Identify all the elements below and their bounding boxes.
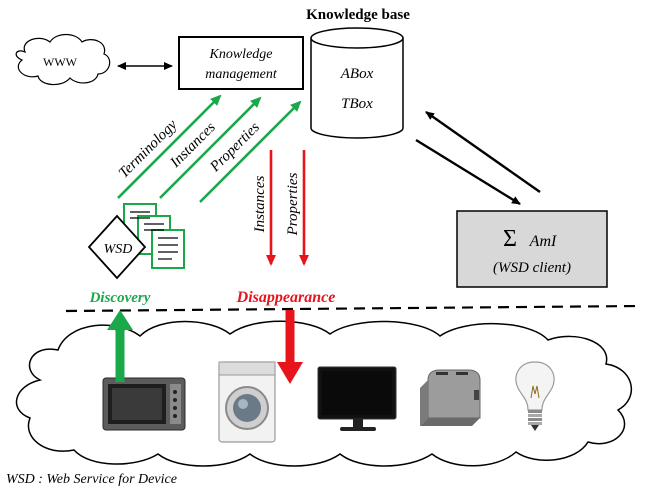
instances-down-label: Instances (252, 176, 268, 234)
light-bulb-icon (515, 361, 555, 431)
tbox-label: TBox (341, 96, 373, 112)
www-cloud: WWW (15, 33, 111, 86)
properties-up-arrow (199, 100, 302, 203)
kb-to-client-arrow (415, 138, 521, 206)
microwave-icon (102, 377, 186, 431)
discovery-arrow-head (107, 310, 133, 330)
ami-label: AmI (529, 233, 557, 250)
washing-machine-icon (218, 361, 276, 443)
sigma-symbol: Σ (503, 226, 517, 252)
ami-client-box: Σ AmI (WSD client) (456, 210, 608, 288)
km-label-line1: Knowledge (209, 47, 273, 62)
network-boundary-line (65, 304, 641, 313)
properties-down-label: Properties (285, 172, 301, 236)
terminology-arrow (117, 94, 222, 199)
wsd-diamond: WSD (87, 214, 147, 280)
instances-up-arrow (159, 96, 262, 199)
discovery-label: Discovery (89, 290, 151, 306)
disappearance-label: Disappearance (236, 289, 336, 306)
wsd-client-label: (WSD client) (493, 260, 571, 276)
km-label-line2: management (205, 67, 278, 82)
wsd-documents-icon (123, 203, 185, 269)
toaster-icon (420, 369, 481, 426)
knowledge-management-box: Knowledge management (178, 36, 304, 90)
abox-label: ABox (340, 66, 374, 82)
disappearance-arrow-head (277, 362, 303, 384)
knowledge-base-cylinder: ABox TBox (310, 27, 404, 139)
monitor-icon (317, 366, 397, 431)
knowledge-base-title: Knowledge base (306, 7, 410, 23)
client-to-kb-arrow (425, 111, 541, 193)
wsd-label: WSD (104, 242, 133, 257)
www-label: WWW (43, 55, 78, 69)
footnote: WSD : Web Service for Device (6, 472, 177, 487)
terminology-label: Terminology (116, 117, 181, 182)
